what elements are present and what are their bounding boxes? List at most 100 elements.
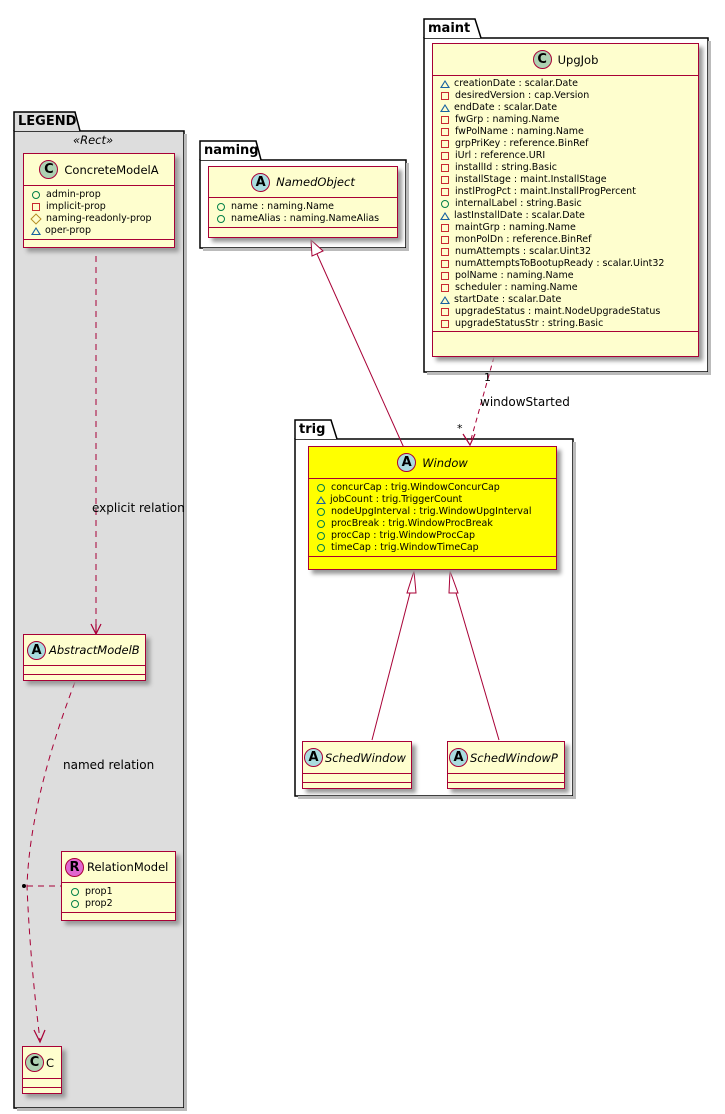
private-icon	[441, 140, 449, 148]
attribute-row: concurCap : trig.WindowConcurCap	[316, 482, 556, 494]
attribute-row: implicit-prop	[31, 201, 174, 213]
class-window[interactable]: A Window concurCap : trig.WindowConcurCa…	[308, 446, 557, 570]
attribute-text: grpPriKey : reference.BinRef	[455, 138, 589, 149]
package-visibility-icon	[440, 212, 450, 220]
trig-package-label: trig	[299, 422, 326, 437]
attribute-text: upgradeStatus : maint.NodeUpgradeStatus	[455, 306, 661, 317]
attribute-row: prop2	[70, 898, 175, 910]
abstract-badge-icon: A	[449, 748, 468, 767]
class-sched-window-p[interactable]: A SchedWindowP	[447, 741, 565, 789]
attribute-row: monPolDn : reference.BinRef	[440, 234, 698, 246]
public-icon	[71, 900, 79, 908]
private-icon	[441, 116, 449, 124]
public-icon	[32, 191, 40, 199]
attribute-row: numAttempts : scalar.Uint32	[440, 246, 698, 258]
attribute-text: startDate : scalar.Date	[454, 294, 562, 305]
class-name: NamedObject	[276, 175, 355, 189]
attribute-text: procBreak : trig.WindowProcBreak	[331, 518, 493, 529]
attribute-row: nameAlias : naming.NameAlias	[216, 213, 397, 225]
attribute-row: numAttemptsToBootupReady : scalar.Uint32	[440, 258, 698, 270]
class-abstract-model-b[interactable]: A AbstractModelB	[23, 634, 146, 681]
attribute-row: timeCap : trig.WindowTimeCap	[316, 542, 556, 554]
class-badge-icon: C	[39, 160, 59, 179]
attribute-text: procCap : trig.WindowProcCap	[331, 530, 476, 541]
class-badge-icon: C	[25, 1053, 44, 1072]
private-icon	[441, 128, 449, 136]
attribute-row: upgradeStatus : maint.NodeUpgradeStatus	[440, 306, 698, 318]
attribute-row: scheduler : naming.Name	[440, 282, 698, 294]
private-icon	[441, 308, 449, 316]
public-icon	[317, 520, 325, 528]
attribute-row: creationDate : scalar.Date	[440, 78, 698, 90]
relation-badge-icon: R	[65, 857, 84, 877]
window-started-label: windowStarted	[480, 395, 570, 409]
attribute-text: creationDate : scalar.Date	[454, 78, 578, 89]
attribute-row: installId : string.Basic	[440, 162, 698, 174]
class-name: AbstractModelB	[49, 643, 140, 657]
attribute-text: jobCount : trig.TriggerCount	[330, 494, 463, 505]
class-name: SchedWindow	[325, 750, 406, 765]
attribute-row: startDate : scalar.Date	[440, 294, 698, 306]
private-icon	[441, 188, 449, 196]
attribute-row: installStage : maint.InstallStage	[440, 174, 698, 186]
class-name: SchedWindowP	[470, 750, 558, 765]
class-relation-model[interactable]: R RelationModel prop1 prop2	[61, 851, 176, 921]
class-badge-icon: C	[532, 50, 552, 69]
class-name: RelationModel	[87, 860, 169, 874]
attribute-row: name : naming.Name	[216, 201, 397, 213]
legend-package-frame	[13, 111, 187, 1111]
public-icon	[317, 484, 325, 492]
attribute-row: fwGrp : naming.Name	[440, 114, 698, 126]
protected-icon	[30, 213, 42, 225]
public-icon	[217, 215, 225, 223]
private-icon	[441, 92, 449, 100]
package-visibility-icon	[316, 496, 326, 504]
public-icon	[317, 532, 325, 540]
attribute-row: admin-prop	[31, 189, 174, 201]
legend-stereotype: «Rect»	[73, 133, 114, 147]
public-icon	[217, 203, 225, 211]
public-icon	[317, 508, 325, 516]
attribute-text: scheduler : naming.Name	[455, 282, 578, 293]
attribute-text: upgradeStatusStr : string.Basic	[455, 318, 604, 329]
attribute-row: procCap : trig.WindowProcCap	[316, 530, 556, 542]
private-icon	[441, 176, 449, 184]
class-name: ConcreteModelA	[64, 162, 159, 177]
attribute-text: numAttempts : scalar.Uint32	[455, 246, 592, 257]
private-icon	[441, 284, 449, 292]
class-sched-window[interactable]: A SchedWindow	[302, 741, 412, 789]
attribute-row: internalLabel : string.Basic	[440, 198, 698, 210]
attribute-text: iUrl : reference.URI	[455, 150, 546, 161]
class-concrete-model-a[interactable]: C ConcreteModelA admin-prop implicit-pro…	[23, 153, 175, 248]
class-name: UpgJob	[557, 52, 599, 67]
attribute-text: internalLabel : string.Basic	[455, 198, 582, 209]
class-named-object[interactable]: A NamedObject name : naming.Name nameAli…	[208, 166, 398, 238]
attribute-row: nodeUpgInterval : trig.WindowUpgInterval	[316, 506, 556, 518]
window-started-edge	[462, 356, 495, 447]
class-c[interactable]: C C	[22, 1046, 62, 1094]
window-extends-namedobject-edge	[310, 238, 405, 449]
private-icon	[32, 203, 40, 211]
attribute-row: upgradeStatusStr : string.Basic	[440, 318, 698, 330]
attribute-row: endDate : scalar.Date	[440, 102, 698, 114]
attribute-text: lastInstallDate : scalar.Date	[454, 210, 585, 221]
private-icon	[441, 248, 449, 256]
attribute-row: prop1	[70, 886, 175, 898]
attribute-row: maintGrp : naming.Name	[440, 222, 698, 234]
public-icon	[71, 888, 79, 896]
attribute-text: instlProgPct : maint.InstallProgPercent	[455, 186, 636, 197]
abstract-badge-icon: A	[251, 172, 271, 192]
attribute-text: desiredVersion : cap.Version	[455, 90, 590, 101]
legend-package-label: LEGEND	[18, 114, 77, 129]
named-relation-edge	[22, 681, 76, 1044]
attribute-row: oper-prop	[31, 225, 174, 237]
attribute-row: desiredVersion : cap.Version	[440, 90, 698, 102]
package-visibility-icon	[31, 227, 41, 235]
attribute-text: polName : naming.Name	[455, 270, 574, 281]
private-icon	[441, 272, 449, 280]
attribute-text: installId : string.Basic	[455, 162, 557, 173]
private-icon	[441, 224, 449, 232]
explicit-relation-label: explicit relation	[92, 501, 185, 515]
attribute-row: naming-readonly-prop	[30, 213, 174, 225]
